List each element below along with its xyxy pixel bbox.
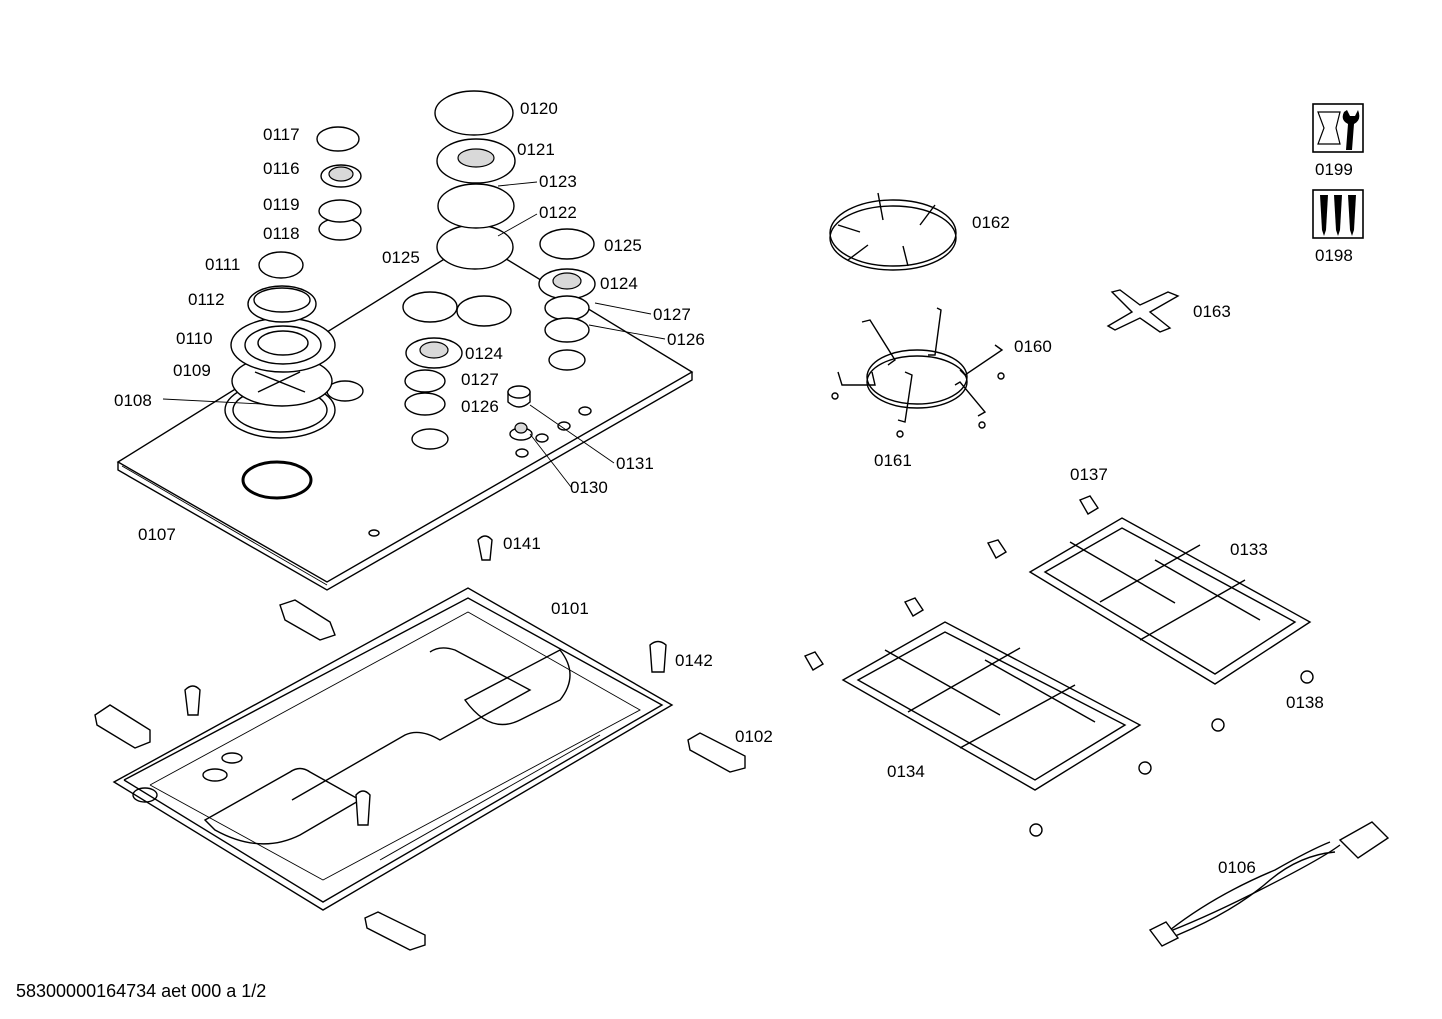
- label-0107: 0107: [138, 525, 176, 544]
- star-pan-support: [831, 307, 1005, 438]
- label-0127-b: 0127: [653, 305, 691, 324]
- label-0126-b: 0126: [667, 330, 705, 349]
- grate-0134: [841, 621, 1142, 791]
- label-0120: 0120: [520, 99, 558, 118]
- label-0106: 0106: [1218, 858, 1256, 877]
- label-0122: 0122: [539, 203, 577, 222]
- label-0130: 0130: [570, 478, 608, 497]
- leader-lines: [162, 181, 666, 488]
- label-0124-a: 0124: [465, 344, 503, 363]
- label-0163: 0163: [1193, 302, 1231, 321]
- power-cable: [1148, 821, 1390, 947]
- label-0161: 0161: [874, 451, 912, 470]
- label-0138: 0138: [1286, 693, 1324, 712]
- burner-stack-right: [538, 228, 596, 343]
- label-0141: 0141: [503, 534, 541, 553]
- label-0116: 0116: [263, 159, 300, 178]
- label-0125-a: 0125: [382, 248, 420, 267]
- label-0111: 0111: [205, 255, 240, 274]
- label-0134: 0134: [887, 762, 925, 781]
- screws-icon: [1312, 189, 1364, 239]
- burner-stack-wok: [434, 90, 516, 270]
- part-labels: 0120 0121 0123 0122 0117 0116 0119 0118 …: [114, 99, 1353, 877]
- label-0199: 0199: [1315, 160, 1353, 179]
- label-0133: 0133: [1230, 540, 1268, 559]
- label-0102: 0102: [735, 727, 773, 746]
- label-0127-a: 0127: [461, 370, 499, 389]
- burner-stack-small: [316, 126, 362, 241]
- mounting-brackets: [94, 599, 746, 951]
- label-0109: 0109: [173, 361, 211, 380]
- label-0123: 0123: [539, 172, 577, 191]
- document-footer: 58300000164734 aet 000 a 1/2: [16, 981, 267, 1001]
- label-0101: 0101: [551, 599, 589, 618]
- label-0125-b: 0125: [604, 236, 642, 255]
- label-0126-a: 0126: [461, 397, 499, 416]
- label-0110: 0110: [176, 329, 213, 348]
- label-0119: 0119: [263, 195, 300, 214]
- label-0118: 0118: [263, 224, 300, 243]
- label-0142: 0142: [675, 651, 713, 670]
- label-0112: 0112: [188, 290, 225, 309]
- cross-adapter: [1106, 289, 1180, 333]
- label-0121: 0121: [517, 140, 555, 159]
- grate-feet: [803, 495, 1314, 837]
- bottom-tray: [112, 587, 674, 911]
- label-0160: 0160: [1014, 337, 1052, 356]
- label-0162: 0162: [972, 213, 1010, 232]
- label-0124-b: 0124: [600, 274, 638, 293]
- control-knob: [507, 385, 533, 441]
- label-0198: 0198: [1315, 246, 1353, 265]
- label-0137: 0137: [1070, 465, 1108, 484]
- burner-stack-large: [224, 251, 336, 439]
- burner-stack-middle: [402, 291, 512, 416]
- label-0131: 0131: [616, 454, 654, 473]
- label-0117: 0117: [263, 125, 300, 144]
- label-0108: 0108: [114, 391, 152, 410]
- round-pan-support: [829, 192, 957, 271]
- wrench-icon: [1312, 103, 1364, 153]
- support-pegs: [184, 535, 667, 826]
- grate-0133: [1028, 517, 1312, 685]
